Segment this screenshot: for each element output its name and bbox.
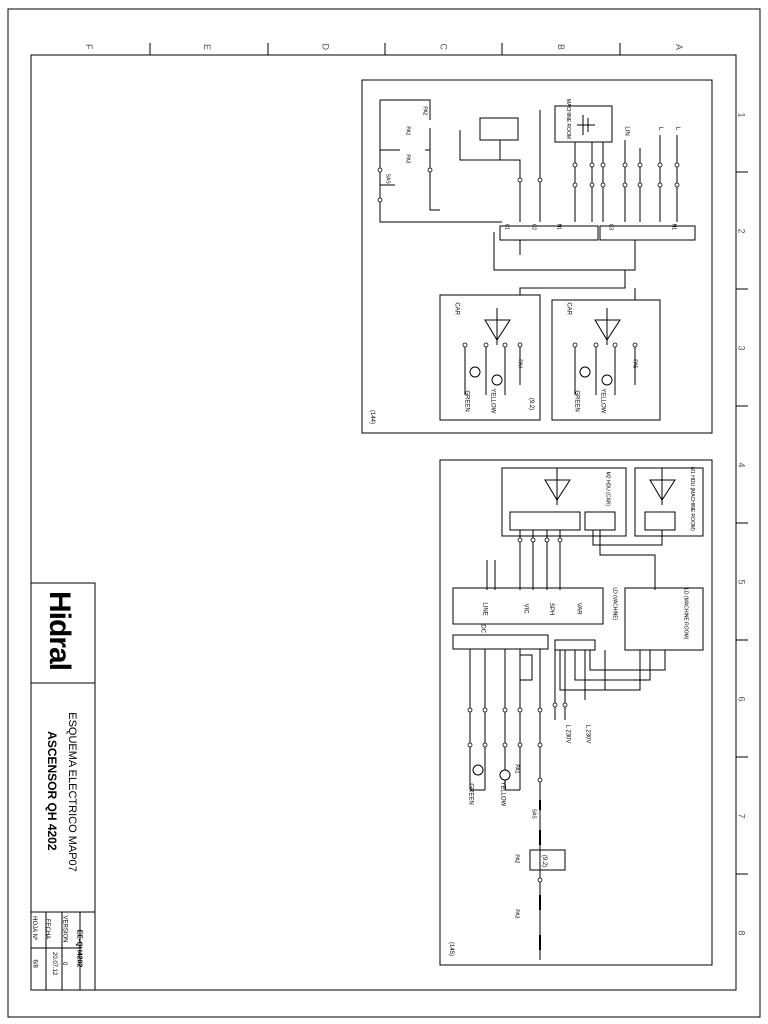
grid-row-b: B: [556, 44, 566, 50]
lower-contact-pa3: PA3: [514, 909, 520, 918]
lower-side-box-left: LD (VACHINE): [612, 587, 618, 620]
upper-ref: (144): [369, 410, 375, 424]
upper-bus-n1b: N1: [670, 224, 676, 231]
upper-bus-c3: C3: [607, 224, 613, 231]
grid-row-f: F: [84, 44, 94, 50]
upper-machine-room-label: MACHINE ROOM: [565, 99, 571, 139]
upper-side-label-3: L: [674, 127, 680, 131]
lower-supply-label-2: L 230V: [584, 725, 590, 744]
upper-bus-c2: C2: [530, 224, 536, 231]
grid-col-8: 8: [737, 930, 747, 935]
upper-contact-pa2: PA2: [422, 106, 428, 115]
lower-box-car: M2 HDU (CAR): [604, 472, 610, 507]
upper-diagram: [361, 79, 713, 434]
grid-col-3: 3: [737, 345, 747, 350]
sheet-label: HOJA Nº: [31, 916, 38, 941]
lower-box-machine: M1 HDU (MACHINE ROOM): [689, 467, 695, 531]
upper-contact-pa3: PA3: [405, 154, 411, 163]
grid-col-4: 4: [737, 462, 747, 467]
upper-lamp-label-3: GREEN: [574, 390, 580, 411]
grid-col-2: 2: [737, 228, 747, 233]
upper-contact-pa5: PA5: [632, 359, 638, 368]
lower-ref2: (9.2): [541, 855, 547, 867]
upper-car-label-2: CAR: [566, 302, 572, 315]
lower-ref: (145): [448, 942, 454, 956]
lower-dc-label: DC: [480, 624, 486, 633]
doc-code: EE-QH4202: [75, 930, 82, 968]
grid-col-1: 1: [737, 112, 747, 117]
upper-side-label-2: L: [657, 127, 663, 131]
date-label: FECHA: [44, 919, 50, 939]
drawing-title-line2: ASCENSOR QH 4202: [45, 731, 59, 851]
inner-frame: [30, 54, 737, 991]
grid-top: [149, 43, 621, 55]
lower-diagram-terminals: [467, 537, 568, 883]
lower-side-box-right: LD (MACHINE ROOM): [683, 588, 689, 639]
outer-frame: [7, 8, 761, 1018]
upper-diagram-terminals: [377, 162, 680, 348]
grid-row-e: E: [202, 44, 212, 50]
upper-car-label-1: CAR: [454, 302, 460, 315]
lower-contact-sas: SAS: [530, 809, 536, 820]
lower-lamp-label-1: GREEN: [468, 783, 474, 804]
version-label: VERSION: [62, 915, 68, 942]
upper-side-label-1: LIN: [624, 126, 630, 135]
grid-col-7: 7: [737, 813, 747, 818]
title-block: [30, 582, 96, 991]
version-value: 0: [61, 962, 67, 966]
grid-col-5: 5: [737, 579, 747, 584]
drawing-title-line1: ESQUEMA ELECTRICO MAP07: [66, 712, 78, 872]
sheet-value: 6/8: [32, 959, 38, 968]
upper-bus-n1a: N1: [555, 224, 561, 231]
upper-contact-pa1: PA1: [405, 126, 411, 135]
lower-terminal-line: LINE: [482, 602, 488, 615]
upper-lamp-label-2: YELLOW: [490, 388, 496, 413]
lower-lamp-label-2: YELLOW: [500, 781, 506, 806]
upper-bus-c1: C1: [503, 224, 509, 231]
grid-row-c: C: [439, 44, 449, 51]
lower-terminal-sph: SPH: [548, 603, 554, 615]
lower-terminal-var: VAR: [575, 603, 581, 616]
grid-row-a: A: [674, 44, 684, 50]
company-logo: Hidral: [43, 591, 76, 670]
lower-diagram: [439, 459, 713, 966]
lower-contact-pa1: PA1: [514, 764, 520, 773]
lower-contact-pa2: PA2: [514, 854, 520, 863]
upper-lamp-label-4: YELLOW: [600, 388, 606, 413]
lower-terminal-vic: VIC: [522, 604, 528, 615]
upper-contact-sas: SAS: [384, 174, 390, 185]
upper-lamp-label-1: GREEN: [464, 390, 470, 411]
lower-diagram-lamps: [472, 764, 511, 781]
date-value: 20.07.12: [51, 952, 57, 976]
lower-supply-label-1: L 230V: [564, 725, 570, 744]
grid-right: [736, 171, 748, 875]
grid-row-d: D: [321, 44, 331, 51]
grid-col-6: 6: [737, 696, 747, 701]
upper-contact-pa4: PA4: [517, 359, 523, 368]
upper-ref2: (9.2): [528, 398, 534, 410]
